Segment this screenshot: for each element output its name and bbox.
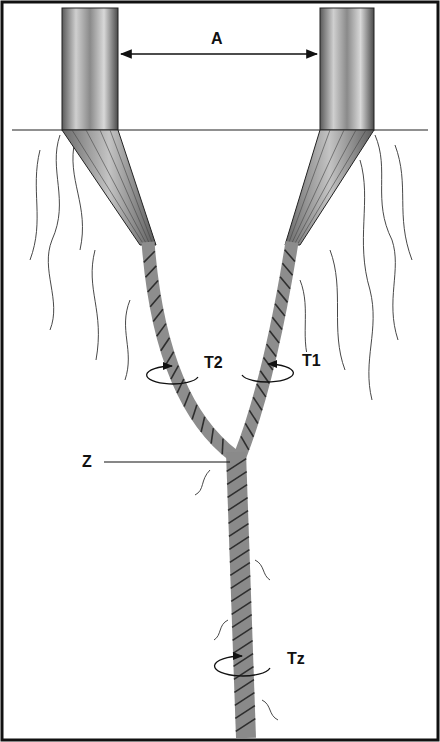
twist-stripe xyxy=(150,295,160,307)
twist-stripe xyxy=(227,472,247,485)
right-twisted-strand xyxy=(240,242,292,456)
twist-stripe xyxy=(211,428,213,443)
twist-stripe xyxy=(153,309,163,321)
twist-stripe xyxy=(232,602,252,615)
twist-stripe xyxy=(157,324,166,337)
twist-stripe xyxy=(221,439,223,455)
twist-stripe xyxy=(146,266,157,277)
twist-stripes xyxy=(144,250,295,732)
twist-stripe xyxy=(253,397,262,410)
left-twisted-strand xyxy=(148,242,234,456)
twist-label: Tz xyxy=(285,650,307,668)
twist-stripe xyxy=(171,366,178,380)
spacing-dimension xyxy=(121,53,317,55)
twist-stripe xyxy=(280,277,290,289)
twist-stripe xyxy=(272,317,282,329)
left-strand-roll xyxy=(62,8,118,130)
twist-label: T1 xyxy=(300,352,323,370)
twist-stripe xyxy=(270,331,280,343)
spacing-label: A xyxy=(209,30,225,48)
twist-stripe xyxy=(228,511,248,524)
twist-stripe xyxy=(230,563,250,576)
twist-stripe xyxy=(235,693,255,706)
twist-stripe xyxy=(232,615,252,628)
convergence-point-label: Z xyxy=(80,453,94,471)
twist-stripe xyxy=(231,576,251,589)
twist-label: T2 xyxy=(202,354,225,372)
twist-stripe xyxy=(177,379,184,393)
twist-stripe xyxy=(192,405,197,420)
right-strand-roll xyxy=(320,8,374,130)
twist-stripe xyxy=(285,250,295,262)
left-fibre-cone xyxy=(62,130,156,245)
twist-stripe xyxy=(275,304,285,316)
twist-stripe xyxy=(245,423,253,436)
twist-stripe xyxy=(184,392,190,406)
twist-stripe xyxy=(249,410,257,423)
twist-stripe xyxy=(267,344,276,356)
twist-stripe xyxy=(229,524,249,537)
twist-direction-arrows xyxy=(147,364,294,676)
twist-stripe xyxy=(201,417,205,432)
twist-stripe xyxy=(282,263,292,275)
right-fibre-cone xyxy=(285,130,374,245)
twist-stripe xyxy=(235,706,255,719)
twist-stripe xyxy=(233,641,253,654)
twist-stripe xyxy=(230,550,250,563)
twist-stripe xyxy=(144,251,155,262)
fibre-hairs xyxy=(30,135,412,720)
twist-stripe xyxy=(166,352,174,365)
twist-stripe xyxy=(233,654,253,667)
twist-stripe xyxy=(241,436,249,449)
twist-stripe xyxy=(233,628,253,641)
leader-line xyxy=(104,461,230,462)
twist-stripe xyxy=(257,384,266,397)
twist-stripe xyxy=(148,280,158,292)
twist-stripe xyxy=(236,719,256,732)
twist-stripe xyxy=(231,589,251,602)
twist-stripe xyxy=(227,459,247,472)
twist-stripe xyxy=(228,485,248,498)
twist-stripe xyxy=(161,338,170,351)
twist-stripe xyxy=(234,680,254,693)
twist-stripe xyxy=(278,290,288,302)
cone-fibres xyxy=(72,130,366,245)
twist-stripe xyxy=(234,667,254,680)
twist-stripe xyxy=(229,537,249,550)
twist-stripe xyxy=(228,498,248,511)
